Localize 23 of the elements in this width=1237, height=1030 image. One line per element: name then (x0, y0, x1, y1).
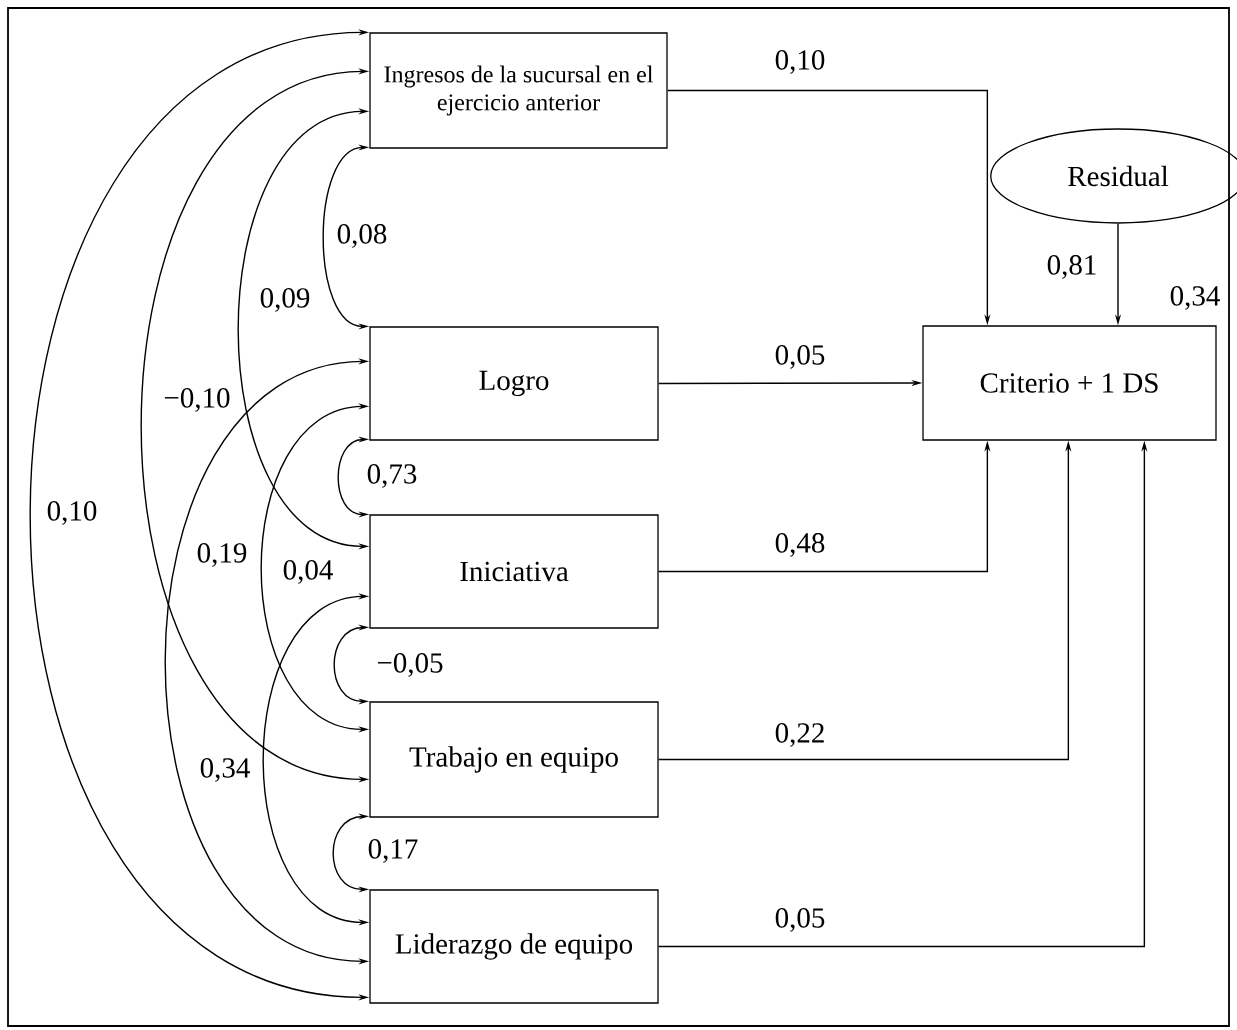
coefficient-label: −0,10 (164, 388, 230, 412)
coefficient-label: 0,08 (337, 224, 387, 248)
coefficient-label: 0,81 (1047, 255, 1096, 279)
coefficient-label: 0,05 (775, 908, 825, 932)
coefficient-label: 0,04 (283, 560, 333, 584)
coefficient-label: 0,34 (1170, 286, 1220, 310)
variable-box: Logro (369, 326, 659, 441)
coefficient-label: 0,22 (775, 723, 824, 747)
coefficient-label: 0,48 (775, 533, 825, 557)
coefficient-label: 0,34 (200, 758, 250, 782)
variable-box: Ingresos de la sucursal en el ejercicio anterior (369, 32, 668, 149)
variable-box: Iniciativa (369, 514, 659, 629)
variable-box: Liderazgo de equipo (369, 889, 659, 1004)
variable-box: Trabajo en equipo (369, 701, 659, 818)
coefficient-label: 0,17 (368, 839, 418, 863)
coefficient-label: 0,05 (775, 345, 825, 369)
coefficient-label: 0,73 (367, 464, 417, 488)
variable-box: Criterio + 1 DS (922, 325, 1217, 441)
coefficient-label: 0,10 (775, 50, 825, 74)
coefficient-label: −0,05 (377, 653, 443, 677)
coefficient-label: 0,09 (260, 288, 310, 312)
coefficient-label: 0,10 (47, 501, 97, 525)
coefficient-label: 0,19 (197, 543, 247, 567)
